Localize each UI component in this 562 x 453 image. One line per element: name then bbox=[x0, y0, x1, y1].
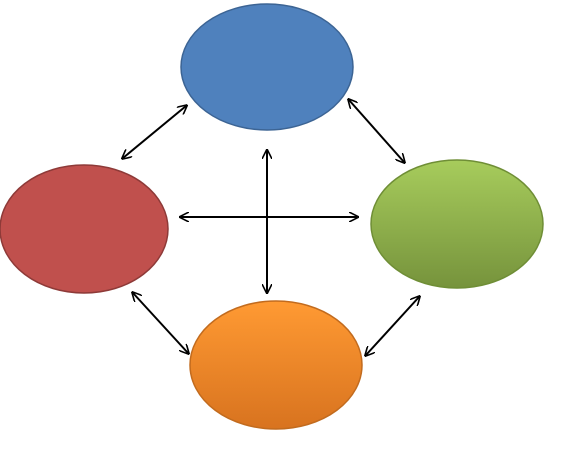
node-bottom-circle bbox=[189, 300, 363, 430]
arrow-top-left bbox=[123, 106, 186, 158]
node-right-circle bbox=[370, 159, 544, 289]
arrow-left-bottom bbox=[133, 293, 188, 353]
arrow-top-right bbox=[349, 100, 404, 162]
arrow-right-bottom bbox=[366, 297, 419, 355]
node-left-circle bbox=[0, 164, 169, 294]
node-top-circle bbox=[180, 3, 354, 131]
